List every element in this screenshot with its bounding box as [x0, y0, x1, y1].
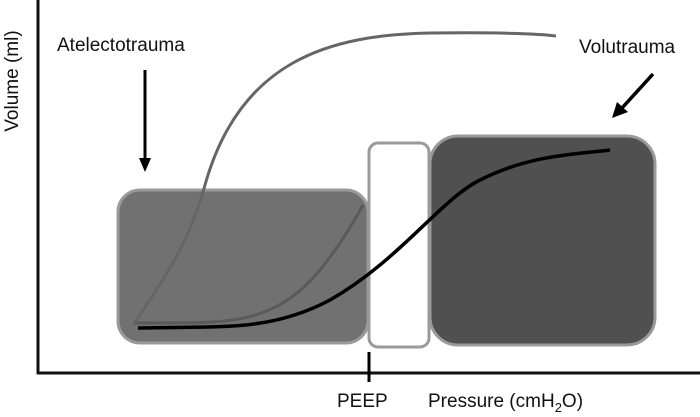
volutrauma-zone [428, 134, 657, 347]
volutrauma-arrow [620, 72, 655, 110]
peep-label: PEEP [337, 391, 388, 412]
atelectotrauma-arrowhead [139, 158, 151, 172]
inflation-curve-mid [134, 204, 365, 325]
x-axis-label: Pressure (cmH2O) [428, 391, 583, 415]
volutrauma-label: Volutrauma [579, 37, 676, 58]
x-axis-label-suffix: O) [561, 391, 584, 412]
x-axis-label-subscript: 2 [554, 399, 562, 415]
inflation-curve-black [137, 148, 611, 330]
atelectotrauma-zone [116, 188, 370, 345]
inflation-curve-steep [131, 31, 557, 326]
atelectotrauma-label: Atelectotrauma [57, 35, 185, 56]
safe-zone [367, 141, 431, 349]
y-axis-label: Volume (ml) [2, 30, 23, 132]
volutrauma-arrowhead [612, 102, 628, 118]
x-axis-label-prefix: Pressure (cmH [428, 391, 555, 412]
